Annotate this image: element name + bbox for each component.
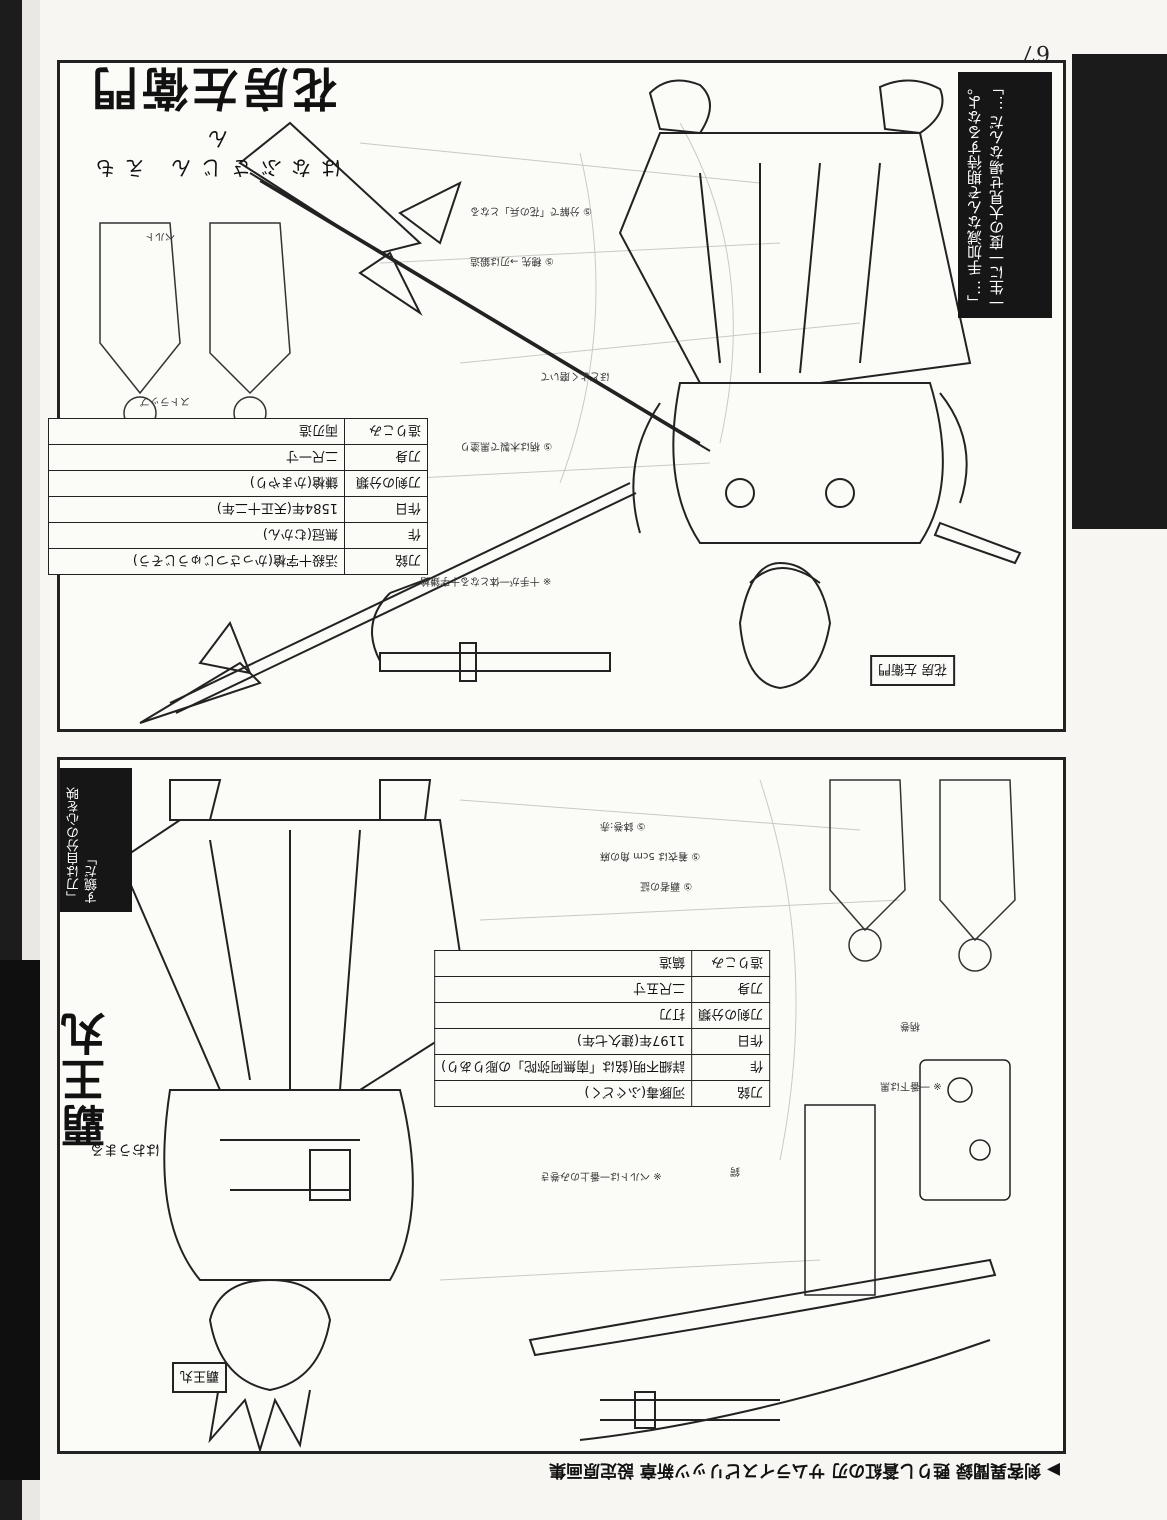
character-sketch-haohmaru xyxy=(60,760,1063,1451)
spec-row: 造りこみ両刃造 xyxy=(48,418,428,445)
annotation-note: ストラップ xyxy=(140,395,190,406)
spec-row: 刀剣の分類鎌槍(かまやり) xyxy=(48,470,428,497)
character-name-tag: 覇王丸 xyxy=(172,1362,228,1393)
annotation-note: ⑤ 覇者の証 xyxy=(640,880,693,891)
character-name-tag: 花房 左衛門 xyxy=(870,655,956,686)
book-binding-shadow xyxy=(0,960,40,1480)
spec-row: 造りこみ鎬造 xyxy=(434,950,770,977)
character-panel-hanabusa xyxy=(57,60,1066,732)
annotation-note: ※ 一番下は黒 xyxy=(880,1080,942,1091)
annotation-note: ※ 十手が一体となる十字鎌槍 xyxy=(420,575,552,586)
character-name: 花房左衛門 xyxy=(88,61,338,115)
annotation-note: 鍔 xyxy=(730,1165,740,1176)
spec-row: 刀銘河豚毒(ふぐどく) xyxy=(434,1080,770,1107)
annotation-note: ⑤ 分解で「花の兵」となる xyxy=(470,205,592,216)
spec-row: 刀銘活殺十字槍(かっさつじゅうじそう) xyxy=(48,548,428,575)
annotation-note: ⑤ 穂先 →刃は鍛造 xyxy=(470,255,554,266)
annotation-note: ⑤ 柄は木製で黒塗り xyxy=(460,440,553,451)
spec-row: 刀剣の分類打刀 xyxy=(434,1002,770,1029)
character-reading: はおうまる xyxy=(90,1141,160,1157)
book-footer-title: ▶ 剣客異聞録 甦りし蒼紅の刃 サムライスピリッツ新章 設定原画集 xyxy=(548,1460,1060,1480)
annotation-note: ベルト xyxy=(145,230,175,241)
spec-row: 作無冠(むかん) xyxy=(48,522,428,549)
character-sketch-hanabusa xyxy=(60,63,1063,729)
annotation-note: ⑤ 着衣は 5cm 角の麻 xyxy=(600,850,701,861)
character-reading: はなぶさじん えもん xyxy=(84,127,342,180)
right-gutter xyxy=(1072,54,1167,529)
character-title-hanabusa: 花房左衛門 はなぶさじん えもん xyxy=(78,61,348,180)
character-quote: 「刀は自分の心を映す鏡だ」 xyxy=(60,768,132,912)
annotation-note: ※ ベルトは一番上のみ巻き xyxy=(540,1170,662,1181)
annotation-note: 柄巻 xyxy=(900,1020,920,1031)
annotation-note: ⑤ 鉢巻:赤 xyxy=(600,820,646,831)
top-margin xyxy=(40,0,1167,54)
spec-row: 作詳細不明(銘は「南無阿弥陀」の彫りあり) xyxy=(434,1054,770,1081)
character-quote: 「… 手加減なんぞ期待するなよ。 一生に一度の大見せ場なんだ …」 xyxy=(958,72,1052,318)
character-name: 覇王丸 xyxy=(62,1010,113,1148)
annotation-note: ほどよく磨いて xyxy=(540,370,610,381)
spec-row: 刀身二尺五寸 xyxy=(434,976,770,1003)
spec-row: 刀身二尺一寸 xyxy=(48,444,428,471)
